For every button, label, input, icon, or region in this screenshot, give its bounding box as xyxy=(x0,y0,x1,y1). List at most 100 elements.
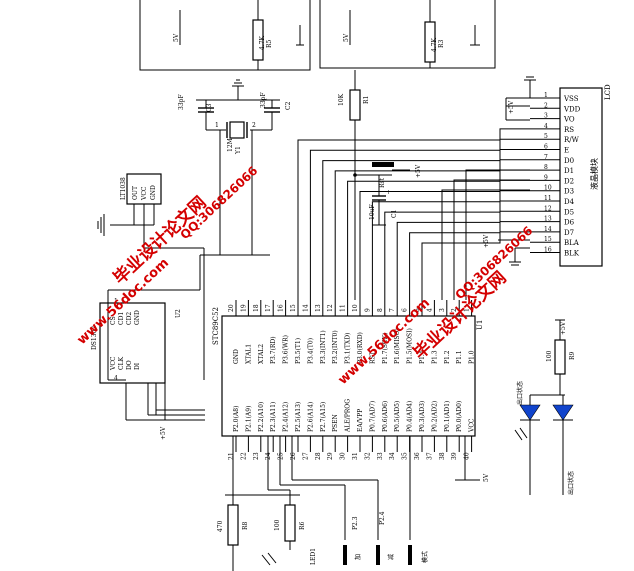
lcd-pin-num: 16 xyxy=(544,247,552,254)
mcu-top-pin-label: P1.0 xyxy=(469,350,476,364)
p24-label: P2.4 xyxy=(379,511,386,525)
mcu-bottom-pin-num: 37 xyxy=(426,452,433,460)
mcu-top-pin-label: P3.4(T0) xyxy=(307,338,314,364)
lcd-pin-num: 12 xyxy=(544,205,552,212)
status-led-section: +5V R9 100 出口状态 出口状态 xyxy=(514,319,576,495)
mcu-bottom-pin-num: 22 xyxy=(240,452,247,460)
mcu-top-pin-num: 9 xyxy=(364,308,371,312)
mcu-top-pin-num: 1 xyxy=(464,308,471,312)
lcd-pin-label: VSS xyxy=(563,95,579,103)
mcu-top-pin-label: XTAL2 xyxy=(258,344,265,364)
mcu-top-pin-num: 4 xyxy=(426,308,433,312)
mcu-bottom-pin-num: 24 xyxy=(265,452,272,460)
crystal-value: 12M xyxy=(227,138,234,152)
r3-value: 4.7K xyxy=(431,37,438,52)
led-vcc: +5V xyxy=(560,321,567,335)
mcu-top-pin-label: P3.5(T1) xyxy=(295,338,302,364)
sw3-label: 模式 xyxy=(421,551,429,563)
mcu-bottom-pin-label: P0.4(AD4) xyxy=(407,401,414,432)
lcd-pin-num: 11 xyxy=(544,195,552,202)
temp-ref: LT1038 xyxy=(120,177,127,200)
rst-ref: Rst xyxy=(379,177,386,188)
r6-ref: R6 xyxy=(299,521,306,530)
mcu-ref: U1 xyxy=(476,320,484,330)
led-in-label: 出口状态 xyxy=(516,381,524,405)
lcd-pin-num: 15 xyxy=(544,236,552,243)
mcu-bottom-pin-label: P0.2(AD2) xyxy=(431,401,438,432)
mcu-bottom-pin-label: P2.6(A14) xyxy=(307,402,314,432)
mcu-bottom-pin-num: 32 xyxy=(364,452,371,460)
lcd-pin-num: 5 xyxy=(544,133,548,140)
mcu-bottom-pin-label: P2.0(A8) xyxy=(233,406,240,432)
mcu-bottom-pin-num: 34 xyxy=(389,452,396,460)
mcu-bottom-pin-label: P0.5(AD5) xyxy=(394,401,401,432)
lcd-pin-num: 9 xyxy=(544,174,548,181)
mcu-top-pins: 20GND19XTAL118XTAL217P3.7(RD)16P3.6(WR)1… xyxy=(228,300,476,364)
switch-mode xyxy=(408,545,412,565)
lcd-blk-vcc: +5V xyxy=(483,234,490,248)
mcu-top-pin-num: 12 xyxy=(327,304,334,312)
mcu-top-pin-num: 18 xyxy=(253,304,260,312)
mcu-top-pin-num: 14 xyxy=(302,304,309,312)
mcu-top-pin-label: P3.3(INT1) xyxy=(320,330,327,364)
mcu-chip: STC89C52 U1 20GND19XTAL118XTAL217P3.7(RD… xyxy=(212,300,484,460)
mcu-top-pin-num: 19 xyxy=(240,304,247,312)
rtc-pin-cs: CS xyxy=(110,316,117,325)
mcu-top-pin-label: P1.3 xyxy=(431,350,438,364)
top-5v-label-1: 5V xyxy=(173,33,180,42)
lcd-pin-num: 7 xyxy=(544,154,548,161)
mcu-bottom-pin-num: 23 xyxy=(253,452,260,460)
mcu-bottom-pin-label: EA/VPP xyxy=(357,409,364,432)
mcu-bottom-pin-label: PSEN xyxy=(332,414,339,432)
mcu-bottom-pin-label: P2.2(A10) xyxy=(258,402,265,432)
mcu-top-pin-num: 2 xyxy=(451,308,458,312)
switch-add xyxy=(343,545,347,565)
mcu-bottom-pin-num: 27 xyxy=(302,452,309,460)
mcu-top-pin-num: 15 xyxy=(290,304,297,312)
r9-resistor xyxy=(554,339,566,375)
top-5v-label-2: 5V xyxy=(343,33,350,42)
mcu-top-pin-label: P1.6(MISO) xyxy=(394,328,401,364)
led-out-label: 出口状态 xyxy=(567,471,575,495)
svg-text:1: 1 xyxy=(215,122,219,129)
lcd-title: 液晶模块 xyxy=(589,158,599,190)
lcd-pin-num: 2 xyxy=(544,102,548,109)
mcu-top-pin-label: P3.2(INT0) xyxy=(332,330,339,364)
svg-text:+: + xyxy=(386,189,391,196)
bottom-5v: 5V xyxy=(483,473,490,482)
mcu-top-pin-label: P3.6(WR) xyxy=(283,335,290,364)
sw2-label: 减 xyxy=(387,554,395,560)
bottom-section: R8 470 R6 100 LED1 P2.3 P2.4 加 减 模式 5V xyxy=(217,436,490,571)
mcu-top-pin-label: P1.2 xyxy=(444,350,451,364)
svg-text:1: 1 xyxy=(114,298,118,305)
r1-resistor xyxy=(349,89,361,121)
lcd-pin-label: VO xyxy=(563,116,575,124)
r8-value: 470 xyxy=(217,520,224,532)
lcd-pin-label: D3 xyxy=(564,188,574,196)
c1-ref: C1 xyxy=(391,210,398,218)
rtc-name: DS1302 xyxy=(91,326,98,350)
mcu-bottom-pin-num: 31 xyxy=(352,452,359,460)
mcu-top-pin-num: 20 xyxy=(228,304,235,312)
mcu-bottom-pin-num: 21 xyxy=(228,452,235,460)
sw1-label: 加 xyxy=(354,554,362,560)
lcd-pin-label: D5 xyxy=(564,208,574,216)
mcu-bottom-pin-label: P0.0(AD0) xyxy=(456,401,463,432)
mcu-top-pin-num: 17 xyxy=(265,304,272,312)
mcu-top-pin-label: P3.7(RD) xyxy=(270,336,277,364)
mcu-bottom-pin-label: ALE/PROG xyxy=(345,399,352,433)
mcu-bottom-pin-num: 29 xyxy=(327,452,334,460)
lcd-vcc-label: +5V xyxy=(508,100,515,114)
rtc-ref: U2 xyxy=(175,309,182,318)
mcu-name: STC89C52 xyxy=(212,307,220,345)
r1-ref: R1 xyxy=(363,96,370,104)
lcd-pin-num: 13 xyxy=(544,216,552,223)
mcu-bottom-pin-num: 33 xyxy=(377,452,384,460)
r9-value: 100 xyxy=(546,350,553,362)
rtc-chip: U2 DS1302 CS CD1 CD2 GND VCC CLK DO DI +… xyxy=(91,254,270,440)
rtc-pin-vcc: VCC xyxy=(110,356,117,371)
mcu-top-pin-num: 3 xyxy=(439,308,446,312)
mcu-top-pin-label: P1.7(SCK) xyxy=(382,333,389,364)
rtc-pin-di: DI xyxy=(134,362,141,370)
